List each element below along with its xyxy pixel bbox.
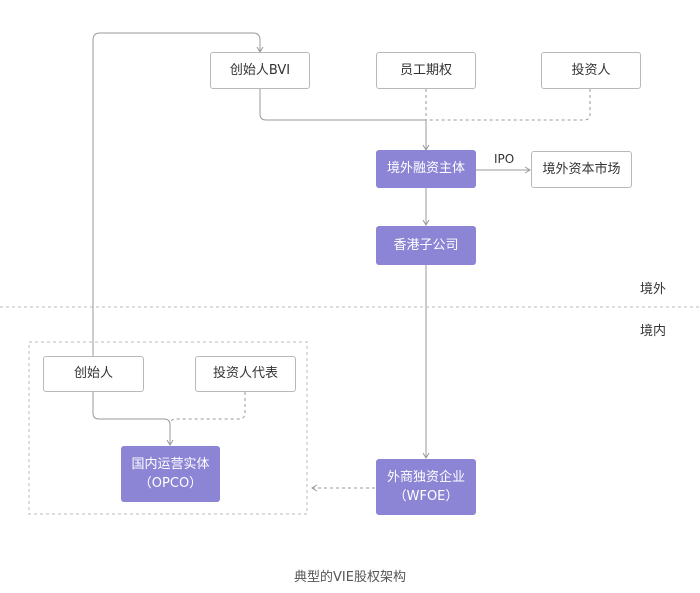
node-employee-options: 员工期权 <box>376 52 476 89</box>
node-opco-abbr: （OPCO） <box>138 476 203 491</box>
edge-investors-to-financing <box>426 89 591 121</box>
onshore-group-box <box>28 341 308 515</box>
edge-label-ipo: IPO <box>494 152 515 166</box>
node-offshore-financing-entity: 境外融资主体 <box>376 150 476 188</box>
region-label-onshore: 境内 <box>640 324 667 339</box>
diagram-caption: 典型的VIE股权架构 <box>294 570 406 585</box>
node-founder-bvi: 创始人BVI <box>210 52 310 89</box>
region-label-offshore: 境外 <box>640 282 667 297</box>
node-offshore-capital-market: 境外资本市场 <box>531 151 632 188</box>
edge-founder-to-opco <box>92 392 174 446</box>
node-wfoe-name: 外商独资企业 <box>386 469 465 485</box>
edge-founder-bvi-to-financing <box>259 89 430 151</box>
edge-investor-rep-to-opco <box>169 392 246 426</box>
node-founder: 创始人 <box>43 356 144 392</box>
node-hk-subsidiary: 香港子公司 <box>376 226 476 265</box>
node-investors: 投资人 <box>541 52 641 89</box>
node-opco: 国内运营实体 （OPCO） <box>121 446 220 502</box>
node-investor-representative: 投资人代表 <box>195 356 296 392</box>
node-wfoe: 外商独资企业 （WFOE） <box>376 459 476 515</box>
node-wfoe-abbr: （WFOE） <box>393 489 459 504</box>
edge-founder-to-founder-bvi <box>92 32 264 356</box>
node-opco-name: 国内运营实体 <box>131 456 210 472</box>
